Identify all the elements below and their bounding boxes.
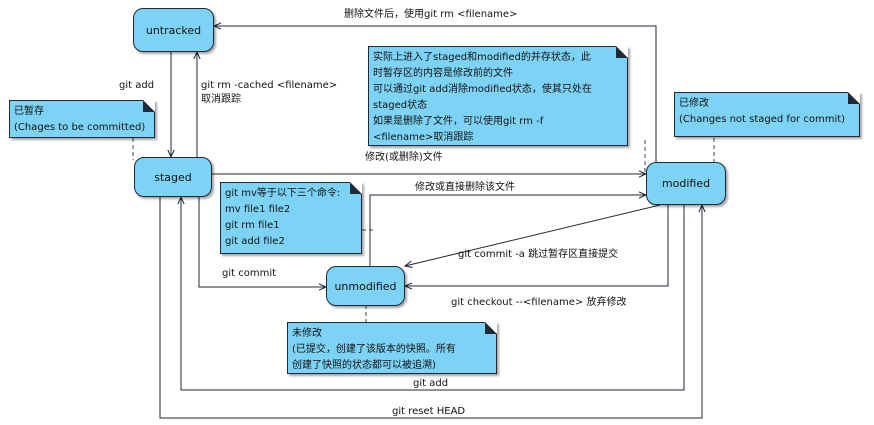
note-unmodified: 未修改 (已提交，创建了该版本的快照。所有 创建了快照的状态都可以被追溯) [287, 322, 497, 374]
label-git-commit: git commit [222, 268, 277, 279]
arrow-git-add-modified-to-staged [181, 197, 685, 391]
label-git-add-bottom: git add [413, 378, 449, 389]
note-staged: 已暂存 (Chages to be committed) [9, 100, 155, 138]
arrow-modify-unmodified-to-modified [369, 195, 646, 266]
arrow-git-commit-staged-to-unmodified [198, 197, 326, 287]
state-modified: modified [646, 162, 726, 205]
state-staged-label: staged [154, 170, 192, 184]
label-git-add-top: git add [119, 80, 155, 91]
arrow-git-checkout-modified-to-unmodified [405, 205, 669, 286]
note-git-mv: git mv等于以下三个命令: mv file1 file2 git rm fi… [220, 182, 362, 254]
note-modified: 已修改 (Changes not staged for commit) [674, 92, 860, 137]
note-staged-and-modified: 实际上进入了staged和modified的并存状态，此 时暂存区的内容是修改前… [368, 46, 628, 146]
state-untracked: untracked [133, 8, 214, 52]
label-delete-then-rm: 删除文件后，使用git rm <filename> [344, 9, 518, 20]
state-modified-label: modified [661, 177, 711, 190]
label-modify-or-delete-direct: 修改或直接删除该文件 [415, 182, 515, 193]
label-git-reset-head: git reset HEAD [392, 406, 466, 417]
label-cancel-tracking: 取消跟踪 [201, 94, 241, 105]
state-unmodified-label: unmodified [334, 279, 397, 293]
label-modify-or-delete: 修改(或删除)文件 [365, 152, 443, 163]
arrow-git-commit-a-modified-to-unmodified [405, 204, 661, 266]
label-git-commit-a: git commit -a 跳过暂存区直接提交 [458, 249, 619, 260]
state-staged: staged [134, 157, 212, 197]
arrow-git-reset-head-staged-to-modified [159, 197, 702, 419]
label-git-rm-cached: git rm -cached <filename> [201, 80, 338, 91]
state-unmodified: unmodified [326, 266, 405, 306]
label-git-checkout: git checkout --<filename> 放弃修改 [451, 297, 627, 308]
state-untracked-label: untracked [145, 23, 202, 37]
arrow-delete-rm-modified-to-untracked [214, 26, 657, 165]
